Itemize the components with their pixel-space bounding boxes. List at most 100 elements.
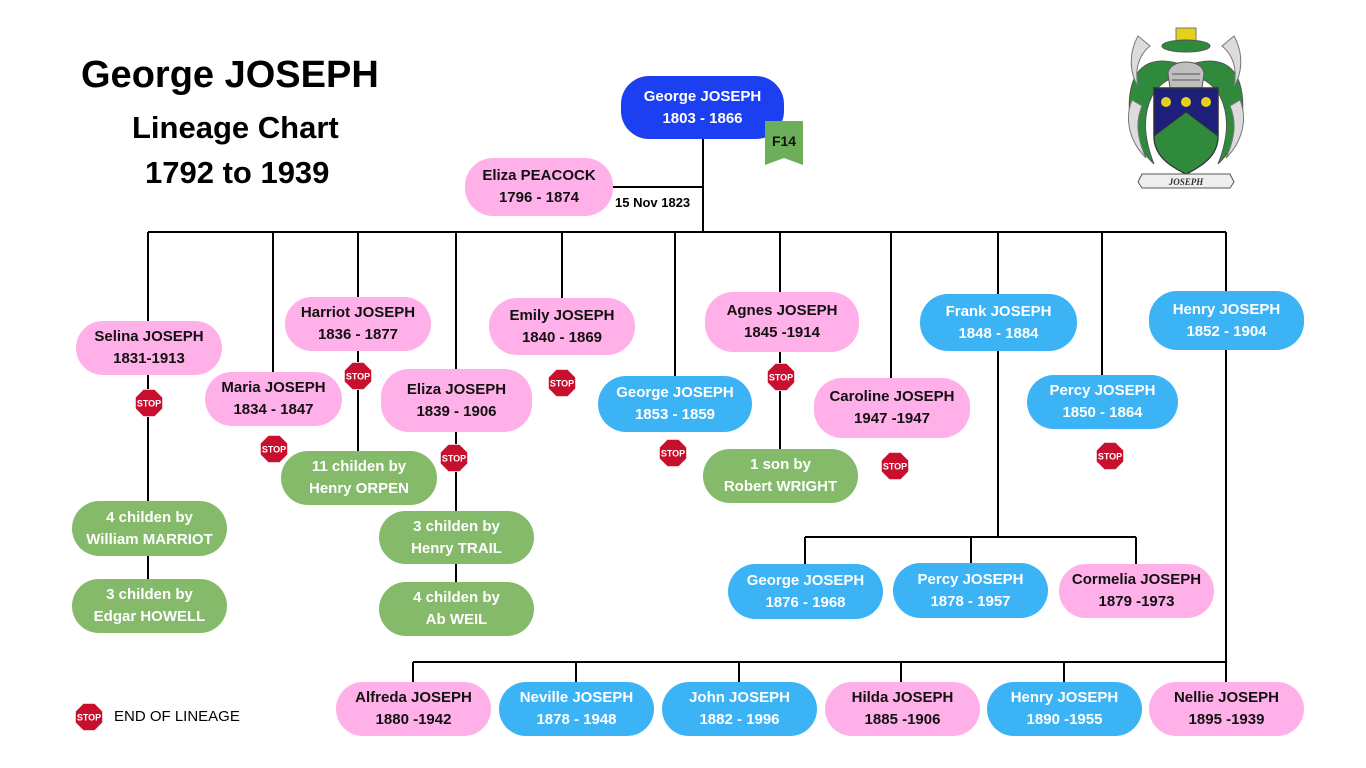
grandchild-dates: 1879 -1973 (1098, 593, 1175, 610)
spouse-name: Eliza PEACOCK (482, 167, 596, 184)
stop-sign-text: STOP (137, 399, 161, 409)
legend-stop-icon: STOP (75, 703, 103, 731)
child-dates: 1836 - 1877 (317, 326, 399, 343)
stop-sign-icon: STOP (1096, 442, 1124, 470)
child-dates: 1850 - 1864 (1062, 404, 1143, 421)
grandchild-dates: 1878 - 1948 (536, 711, 617, 728)
family-tag-text: F14 (772, 133, 796, 149)
child-name: Maria JOSEPH (221, 379, 326, 396)
grandchild-alfreda[interactable]: Alfreda JOSEPH 1880 -1942 (336, 682, 491, 736)
note-wright[interactable]: 1 son by Robert WRIGHT (703, 449, 858, 503)
grandchild-name: Nellie JOSEPH (1173, 689, 1280, 706)
grandchild-dates: 1882 - 1996 (699, 711, 780, 728)
grandchild-hilda[interactable]: Hilda JOSEPH 1885 -1906 (825, 682, 980, 736)
child-dates: 1840 - 1869 (521, 328, 603, 346)
child-percy[interactable]: Percy JOSEPH 1850 - 1864 (1027, 375, 1178, 429)
note-line: 11 childen by (311, 458, 407, 475)
note-line: 4 childen by (106, 508, 193, 526)
grandchild-name: Cormelia JOSEPH (1071, 571, 1202, 588)
stop-sign-text: STOP (262, 445, 286, 455)
child-dates: 1839 - 1906 (416, 402, 497, 420)
stop-sign-text: STOP (346, 372, 370, 382)
note-line: 4 childen by (413, 589, 500, 606)
child-name: Emily JOSEPH (509, 306, 615, 324)
note-line: Edgar HOWELL (93, 608, 206, 625)
note-line: Henry TRAIL (411, 539, 502, 557)
coat-of-arms-icon: JOSEPH (1128, 27, 1244, 189)
note-orpen[interactable]: 11 childen by Henry ORPEN (281, 451, 437, 505)
stop-sign-text: STOP (77, 713, 101, 723)
stop-sign-text: STOP (1098, 452, 1122, 462)
child-frank[interactable]: Frank JOSEPH 1848 - 1884 (920, 294, 1077, 351)
family-tag-badge: F14 (765, 121, 803, 165)
child-dates: 1831-1913 (113, 350, 185, 367)
stop-sign-icon: STOP (659, 439, 687, 467)
legend-label: END OF LINEAGE (114, 708, 240, 725)
spouse-person[interactable]: Eliza PEACOCK 1796 - 1874 (465, 158, 613, 216)
child-dates: 1852 - 1904 (1186, 322, 1267, 340)
grandchild-george[interactable]: George JOSEPH 1876 - 1968 (728, 564, 883, 619)
note-line: William MARRIOT (86, 530, 213, 548)
note-weil[interactable]: 4 childen by Ab WEIL (379, 582, 534, 636)
note-line: Henry ORPEN (308, 480, 410, 497)
stop-sign-icon: STOP (548, 369, 576, 397)
child-caroline[interactable]: Caroline JOSEPH 1947 -1947 (814, 378, 970, 438)
child-name: Frank JOSEPH (945, 302, 1052, 320)
child-name: Percy JOSEPH (1049, 382, 1156, 399)
grandchild-name: Alfreda JOSEPH (355, 689, 472, 706)
grandchild-name: John JOSEPH (689, 689, 790, 706)
stop-sign-text: STOP (550, 379, 574, 389)
child-name: Henry JOSEPH (1172, 300, 1281, 318)
child-name: Selina JOSEPH (94, 328, 204, 345)
child-dates: 1848 - 1884 (958, 324, 1039, 342)
grandchild-dates: 1880 -1942 (375, 711, 452, 728)
child-maria[interactable]: Maria JOSEPH 1834 - 1847 (205, 372, 342, 426)
note-trail[interactable]: 3 childen by Henry TRAIL (379, 511, 534, 564)
grandchild-dates: 1876 - 1968 (765, 593, 846, 611)
child-george[interactable]: George JOSEPH 1853 - 1859 (598, 376, 752, 432)
child-name: George JOSEPH (616, 384, 734, 401)
stop-sign-icon: STOP (440, 444, 468, 472)
grandchild-neville[interactable]: Neville JOSEPH 1878 - 1948 (499, 682, 654, 736)
grandchild-john[interactable]: John JOSEPH 1882 - 1996 (662, 682, 817, 736)
grandchild-dates: 1885 -1906 (864, 711, 941, 728)
child-emily[interactable]: Emily JOSEPH 1840 - 1869 (489, 298, 635, 355)
page-title: George JOSEPH (81, 54, 379, 96)
note-line: 1 son by (750, 456, 811, 473)
grandchild-dates: 1890 -1955 (1026, 711, 1103, 728)
child-henry[interactable]: Henry JOSEPH 1852 - 1904 (1149, 291, 1304, 350)
child-agnes[interactable]: Agnes JOSEPH 1845 -1914 (705, 292, 859, 352)
grandchild-henry[interactable]: Henry JOSEPH 1890 -1955 (987, 682, 1142, 736)
crest-motto: JOSEPH (1168, 177, 1205, 187)
child-name: Caroline JOSEPH (829, 388, 955, 405)
grandchild-name: Hilda JOSEPH (851, 689, 954, 706)
date-range: 1792 to 1939 (145, 155, 330, 190)
child-harriot[interactable]: Harriot JOSEPH 1836 - 1877 (285, 297, 431, 351)
marriage-date: 15 Nov 1823 (615, 195, 691, 210)
grandchild-cormelia[interactable]: Cormelia JOSEPH 1879 -1973 (1059, 564, 1214, 618)
stop-sign-text: STOP (883, 462, 907, 472)
grandchild-name: Neville JOSEPH (519, 689, 634, 706)
stop-sign-icon: STOP (135, 389, 163, 417)
spouse-dates: 1796 - 1874 (498, 189, 580, 206)
child-selina[interactable]: Selina JOSEPH 1831-1913 (76, 321, 222, 375)
note-line: Robert WRIGHT (723, 478, 838, 495)
grandchild-nellie[interactable]: Nellie JOSEPH 1895 -1939 (1149, 682, 1304, 736)
note-howell[interactable]: 3 childen by Edgar HOWELL (72, 579, 227, 633)
grandchild-dates: 1895 -1939 (1188, 711, 1265, 728)
grandchild-name: Henry JOSEPH (1010, 689, 1119, 706)
child-name: Agnes JOSEPH (726, 302, 838, 319)
child-name: Eliza JOSEPH (406, 380, 507, 398)
stop-sign-icon: STOP (767, 363, 795, 391)
note-marriot[interactable]: 4 childen by William MARRIOT (72, 501, 227, 556)
child-eliza[interactable]: Eliza JOSEPH 1839 - 1906 (381, 369, 532, 432)
stop-sign-text: STOP (661, 449, 685, 459)
root-person[interactable]: George JOSEPH 1803 - 1866 (621, 76, 784, 139)
child-dates: 1853 - 1859 (634, 406, 716, 423)
stop-sign-icon: STOP (344, 362, 372, 390)
child-dates: 1834 - 1847 (233, 401, 314, 418)
grandchild-dates: 1878 - 1957 (930, 592, 1011, 610)
grandchild-percy[interactable]: Percy JOSEPH 1878 - 1957 (893, 563, 1048, 618)
stop-sign-icon: STOP (260, 435, 288, 463)
